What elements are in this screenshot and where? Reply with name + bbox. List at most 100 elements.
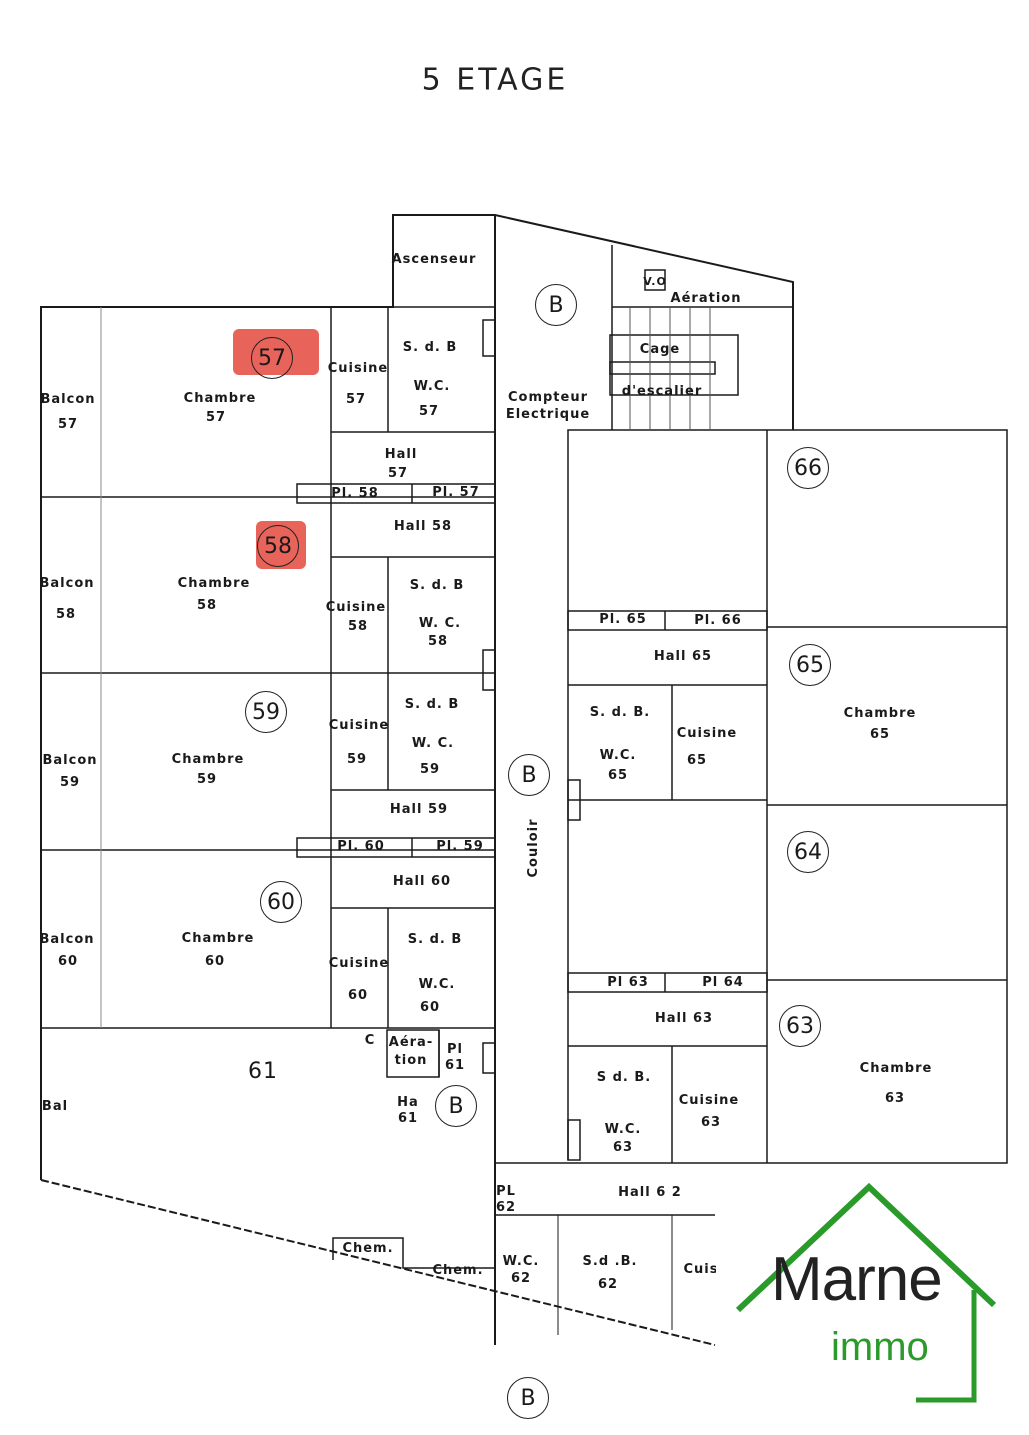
apartment-64-number[interactable]: 64	[787, 831, 829, 873]
hall-61-number: 61	[397, 1110, 419, 1126]
logo-word-marne: Marne	[771, 1245, 943, 1314]
house-roof-icon	[735, 1182, 997, 1403]
hall-59-label: Hall 59	[389, 801, 449, 817]
stair-b-marker: B	[507, 1377, 549, 1419]
wc-63-label: W.C.	[604, 1121, 642, 1137]
chambre-59-label: Chambre	[171, 751, 245, 767]
chambre-57-number: 57	[205, 409, 227, 425]
ascenseur-label: Ascenseur	[391, 251, 477, 267]
chambre-59-number: 59	[196, 771, 218, 787]
sdb-62-label: S.d .B.	[582, 1253, 638, 1269]
hall-65-label: Hall 65	[653, 648, 713, 664]
chambre-58-label: Chambre	[177, 575, 251, 591]
cuisine-62-label: Cuis	[683, 1261, 719, 1277]
wc-58-number: 58	[427, 633, 449, 649]
chambre-65-label: Chambre	[843, 705, 917, 721]
hall-57-number: 57	[387, 465, 409, 481]
apartment-63-number[interactable]: 63	[779, 1005, 821, 1047]
sdb-58-label: S. d. B	[409, 577, 465, 593]
chambre-57-label: Chambre	[183, 390, 257, 406]
balcon-61-label: Bal	[41, 1098, 69, 1114]
cuisine-58-label: Cuisine	[325, 599, 387, 615]
cuisine-58-number: 58	[347, 618, 369, 634]
cuisine-60-number: 60	[347, 987, 369, 1003]
chambre-65-number: 65	[869, 726, 891, 742]
wc-65-label: W.C.	[599, 747, 637, 763]
pl-61-label: Pl	[447, 1041, 463, 1057]
pl-60-label: Pl. 60	[337, 838, 385, 854]
chambre-60-label: Chambre	[181, 930, 255, 946]
apartment-61-number[interactable]: 61	[248, 1058, 278, 1084]
c-label: C	[364, 1032, 376, 1048]
apartment-58-number[interactable]: 58	[257, 525, 299, 567]
balcon-57-label: Balcon	[40, 391, 96, 407]
chambre-63-label: Chambre	[859, 1060, 933, 1076]
balcon-58-number: 58	[55, 606, 77, 622]
stair-b-marker: B	[508, 754, 550, 796]
pl-57-label: Pl. 57	[432, 484, 480, 500]
aeration-61-label: Aéra-	[388, 1034, 434, 1050]
cuisine-57-number: 57	[345, 391, 367, 407]
cage-label: Cage	[639, 341, 681, 357]
hall-63-label: Hall 63	[654, 1010, 714, 1026]
vo-label: V.O	[643, 274, 667, 288]
pl-65-label: Pl. 65	[599, 611, 647, 627]
marne-immo-logo: Marne immo	[716, 1165, 1016, 1415]
sdb-59-label: S. d. B	[404, 696, 460, 712]
apartment-59-number[interactable]: 59	[245, 691, 287, 733]
stair-b-marker: B	[435, 1085, 477, 1127]
aeration-label: Aération	[670, 290, 742, 306]
wc-60-number: 60	[419, 999, 441, 1015]
compteur-label: Compteur	[507, 389, 589, 405]
pl-59-label: Pl. 59	[436, 838, 484, 854]
chem-label: Chem.	[342, 1240, 394, 1256]
wc-59-label: W. C.	[411, 735, 455, 751]
cuisine-65-label: Cuisine	[676, 725, 738, 741]
apartment-57-number[interactable]: 57	[251, 337, 293, 379]
pl-63-label: Pl 63	[607, 974, 649, 990]
wc-58-label: W. C.	[418, 615, 462, 631]
balcon-58-label: Balcon	[39, 575, 95, 591]
chambre-60-number: 60	[204, 953, 226, 969]
chem-label: Chem.	[432, 1262, 484, 1278]
sdb-63-label: S d. B.	[596, 1069, 652, 1085]
hall-61-label: Ha	[397, 1094, 419, 1110]
electrique-label: Electrique	[505, 406, 591, 422]
cuisine-60-label: Cuisine	[328, 955, 390, 971]
wc-62-label: W.C.	[502, 1253, 540, 1269]
pl-66-label: Pl. 66	[694, 612, 742, 628]
apartment-60-number[interactable]: 60	[260, 881, 302, 923]
chambre-63-number: 63	[884, 1090, 906, 1106]
apartment-66-number[interactable]: 66	[787, 447, 829, 489]
wc-62-number: 62	[510, 1270, 532, 1286]
wc-57-label: W.C.	[413, 378, 451, 394]
apartment-65-number[interactable]: 65	[789, 644, 831, 686]
couloir-label: Couloir	[525, 818, 541, 878]
sdb-60-label: S. d. B	[407, 931, 463, 947]
pl-62-number: 62	[495, 1199, 517, 1215]
sdb-65-label: S. d. B.	[589, 704, 651, 720]
balcon-59-label: Balcon	[42, 752, 98, 768]
balcon-59-number: 59	[59, 774, 81, 790]
balcon-60-label: Balcon	[39, 931, 95, 947]
pl-61-number: 61	[444, 1057, 466, 1073]
sdb-62-number: 62	[597, 1276, 619, 1292]
logo-word-immo: immo	[831, 1325, 929, 1369]
stair-b-marker: B	[535, 284, 577, 326]
hall-57-label: Hall	[384, 446, 418, 462]
pl-58-label: Pl. 58	[331, 485, 379, 501]
hall-60-label: Hall 60	[392, 873, 452, 889]
pl-64-label: Pl 64	[702, 974, 744, 990]
cuisine-57-label: Cuisine	[327, 360, 389, 376]
cuisine-63-label: Cuisine	[678, 1092, 740, 1108]
cuisine-63-number: 63	[700, 1114, 722, 1130]
floor-title: 5 ETAGE	[421, 62, 569, 98]
sdb-57-label: S. d. B	[402, 339, 458, 355]
balcon-60-number: 60	[57, 953, 79, 969]
pl-62-label: PL	[496, 1183, 516, 1199]
wc-63-number: 63	[612, 1139, 634, 1155]
wc-59-number: 59	[419, 761, 441, 777]
cuisine-59-label: Cuisine	[328, 717, 390, 733]
